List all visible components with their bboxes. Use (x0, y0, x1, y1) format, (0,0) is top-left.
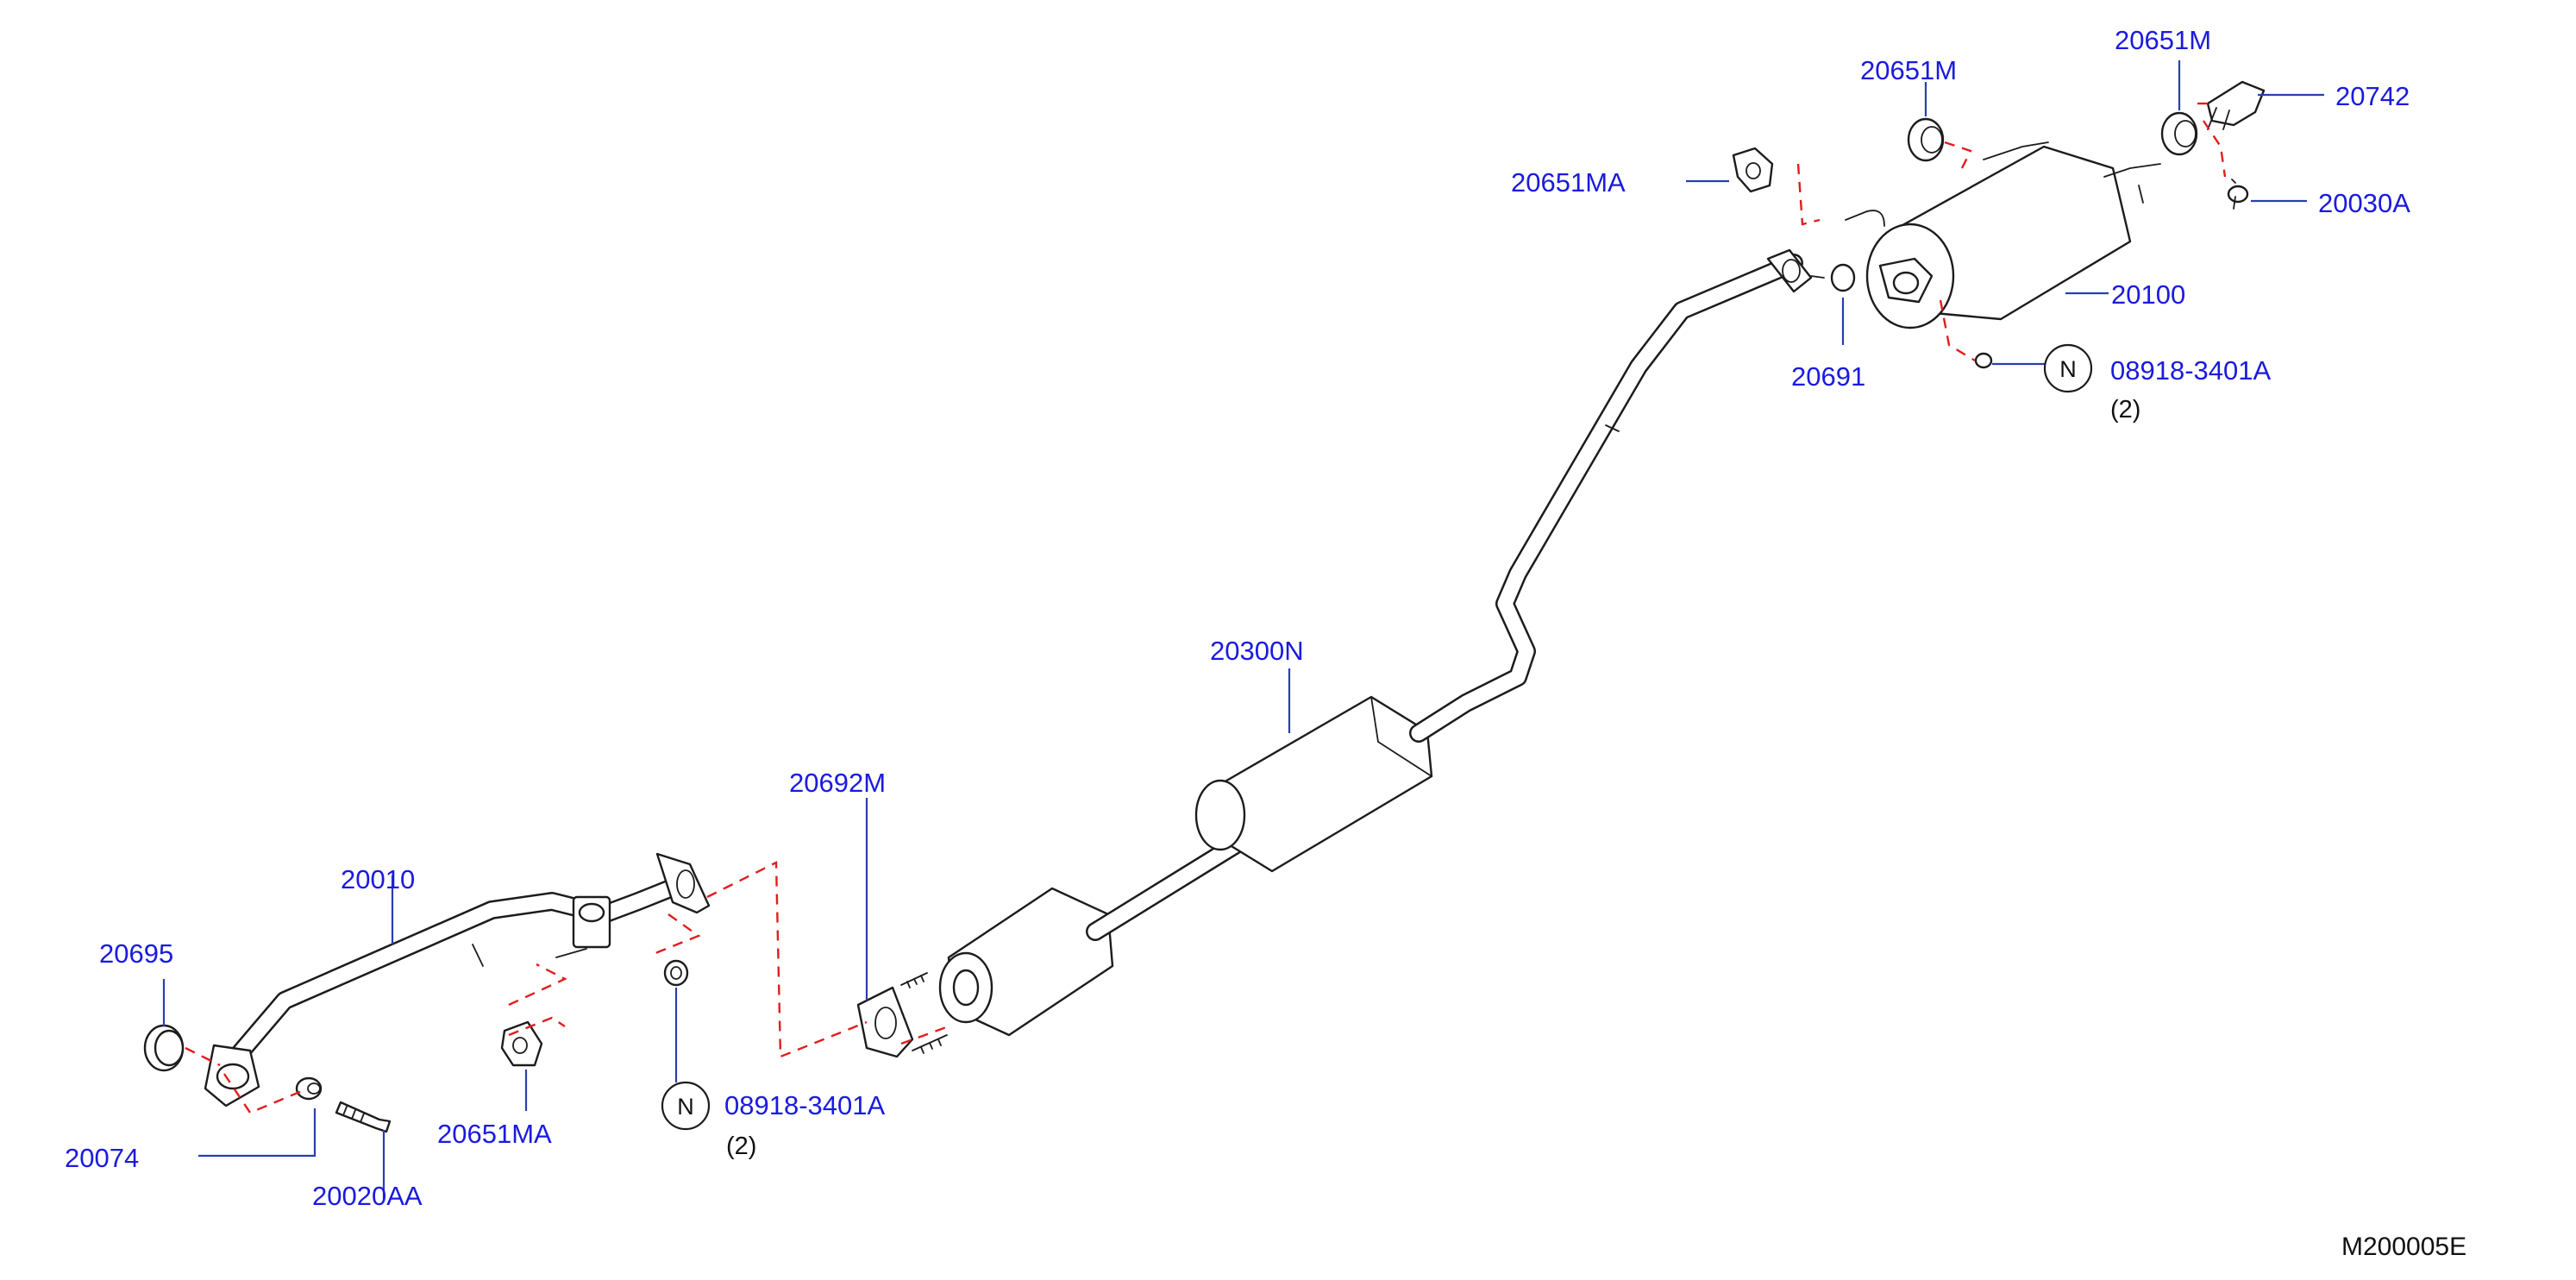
label-20692m[interactable]: 20692M (789, 768, 886, 798)
label-08918-3401a-rear[interactable]: 08918-3401A (2110, 355, 2271, 386)
nut-symbol-rear-letter: N (2059, 356, 2077, 382)
nut-symbol-center: N (661, 1081, 711, 1131)
assembly-lines (185, 102, 2227, 1114)
front-gasket-ring[interactable] (143, 1024, 185, 1072)
leader-lines (162, 60, 2324, 1199)
label-20742[interactable]: 20742 (2335, 81, 2410, 111)
rubber-mount-right[interactable] (2160, 111, 2198, 156)
rear-nut[interactable] (1974, 352, 1993, 369)
main-muffler[interactable] (1845, 141, 2161, 329)
label-20010[interactable]: 20010 (341, 864, 415, 894)
rear-gasket[interactable] (1830, 263, 1856, 292)
label-20020aa[interactable]: 20020AA (312, 1181, 423, 1211)
front-rubber-mount[interactable] (500, 1020, 543, 1067)
qty-rear-nut: (2) (2110, 396, 2140, 424)
label-20074[interactable]: 20074 (65, 1143, 139, 1173)
center-exhaust-pipe[interactable] (938, 248, 1825, 1037)
nut-symbol-center-letter: N (677, 1094, 694, 1120)
label-20651m-right[interactable]: 20651M (2115, 25, 2211, 55)
diagram-reference-code: M200005E (2341, 1233, 2466, 1261)
label-20300n[interactable]: 20300N (1210, 636, 1304, 666)
label-20651ma-rear[interactable]: 20651MA (1511, 167, 1626, 198)
label-20651m-left[interactable]: 20651M (1860, 55, 1957, 85)
label-20695[interactable]: 20695 (99, 938, 173, 969)
center-gasket[interactable] (856, 972, 948, 1058)
rubber-mount-left[interactable] (1907, 117, 1945, 162)
label-08918-3401a-center[interactable]: 08918-3401A (724, 1090, 885, 1120)
label-20030a[interactable]: 20030A (2318, 188, 2410, 218)
bracket-bolt[interactable] (2227, 179, 2249, 210)
center-nut[interactable] (663, 959, 689, 987)
rear-rubber-mount-ma[interactable] (1732, 147, 1774, 193)
front-stud[interactable] (335, 1101, 392, 1133)
front-nut[interactable] (295, 1076, 323, 1101)
front-exhaust-tube[interactable] (204, 852, 711, 1107)
qty-center-nut: (2) (726, 1133, 756, 1160)
label-20100[interactable]: 20100 (2111, 279, 2185, 310)
mount-bracket[interactable] (2206, 80, 2266, 130)
nut-symbol-rear: N (2043, 343, 2093, 393)
label-20691[interactable]: 20691 (1791, 361, 1865, 392)
label-20651ma-front[interactable]: 20651MA (437, 1119, 552, 1149)
